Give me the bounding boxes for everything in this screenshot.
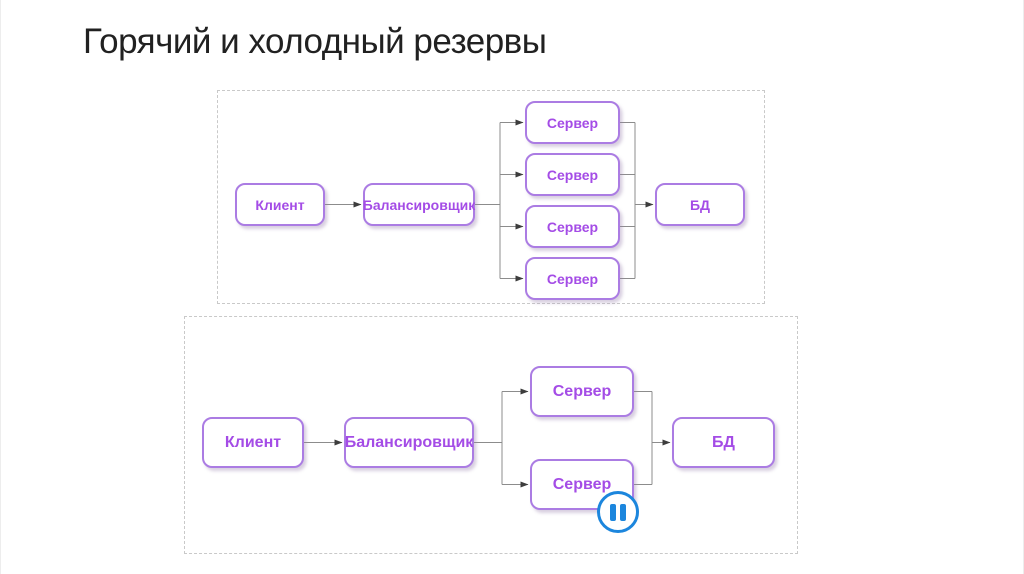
- node-server-1: Сервер: [530, 366, 634, 417]
- pause-icon: [597, 491, 639, 533]
- node-client: Клиент: [235, 183, 325, 226]
- node-balancer: Балансировщик: [363, 183, 475, 226]
- slide-title: Горячий и холодный резервы: [83, 22, 547, 61]
- node-server-3: Сервер: [525, 205, 620, 248]
- node-server-2: Сервер: [525, 153, 620, 196]
- node-server-1: Сервер: [525, 101, 620, 144]
- hot-reserve-diagram: Клиент Балансировщик Сервер Сервер Серве…: [217, 90, 765, 304]
- node-server-4: Сервер: [525, 257, 620, 300]
- hot-reserve-connectors: [325, 119, 654, 282]
- node-db: БД: [672, 417, 775, 468]
- cold-reserve-connectors: [304, 388, 671, 488]
- node-client: Клиент: [202, 417, 304, 468]
- cold-reserve-diagram: Клиент Балансировщик Сервер Сервер БД: [184, 316, 798, 554]
- pause-bar-left: [610, 503, 616, 521]
- node-db: БД: [655, 183, 745, 226]
- pause-bar-right: [620, 503, 626, 521]
- node-balancer: Балансировщик: [344, 417, 474, 468]
